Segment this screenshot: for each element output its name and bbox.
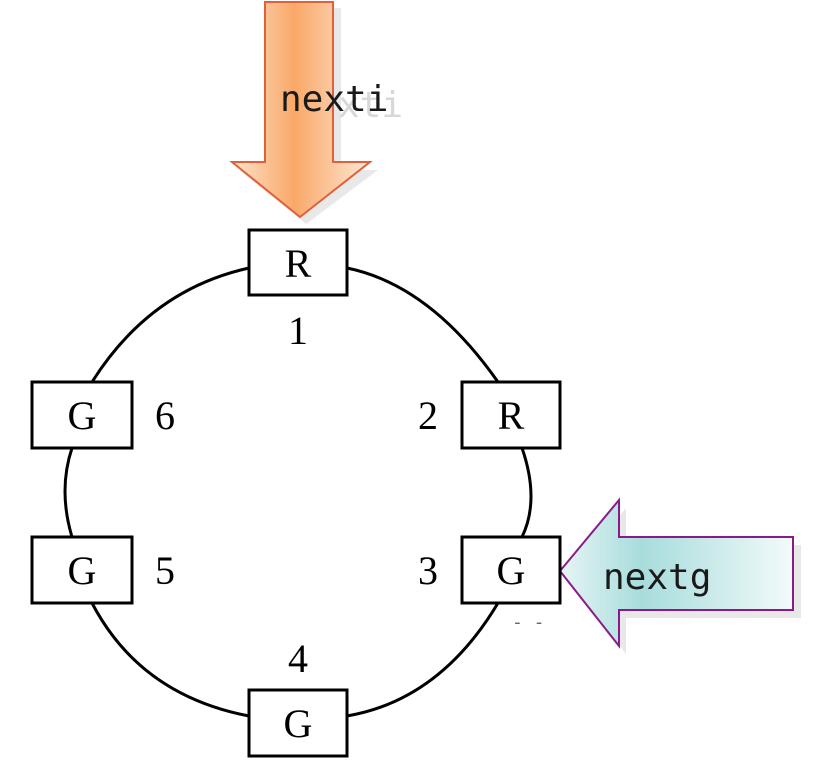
- node-number: 1: [288, 308, 308, 353]
- node-1: R 1: [247, 228, 349, 353]
- node-letter: R: [285, 241, 312, 286]
- node-number: 5: [155, 548, 175, 593]
- node-5: G 5: [30, 535, 175, 605]
- ring-segment-3-4: [346, 602, 500, 718]
- ring-segment-6-1: [90, 266, 250, 383]
- nextg-arrow: [558, 497, 794, 649]
- nextg-dash-mark: - -: [512, 612, 545, 633]
- node-box: [247, 688, 349, 758]
- node-box: [247, 228, 349, 297]
- node-4: G 4: [247, 636, 349, 758]
- node-box: [460, 535, 562, 605]
- ring: [63, 266, 533, 718]
- node-box: [30, 380, 134, 450]
- nexti-arrow: [229, 1, 373, 219]
- ring-segment-1-2: [346, 266, 500, 383]
- node-letter: R: [498, 393, 525, 438]
- ring-segment-4-5: [90, 602, 250, 718]
- nextg-pointer: nextg - -: [512, 497, 801, 654]
- node-2: R 2: [418, 380, 562, 450]
- node-letter: G: [68, 393, 97, 438]
- node-number: 3: [418, 548, 438, 593]
- node-6: G 6: [30, 380, 175, 450]
- node-letter: G: [68, 548, 97, 593]
- node-number: 6: [155, 393, 175, 438]
- nexti-ghost-label: xti: [338, 85, 403, 126]
- node-letter: G: [284, 701, 313, 746]
- ring-segment-5-6: [63, 447, 74, 538]
- ring-segment-2-3: [520, 447, 533, 538]
- node-3: G 3: [418, 535, 562, 605]
- nexti-pointer: xti nexti: [229, 1, 403, 224]
- node-letter: G: [497, 548, 526, 593]
- node-box: [460, 380, 562, 450]
- node-box: [30, 535, 134, 605]
- node-number: 4: [288, 636, 308, 681]
- node-number: 2: [418, 393, 438, 438]
- nexti-label: nexti: [280, 79, 388, 120]
- nextg-label: nextg: [603, 557, 711, 598]
